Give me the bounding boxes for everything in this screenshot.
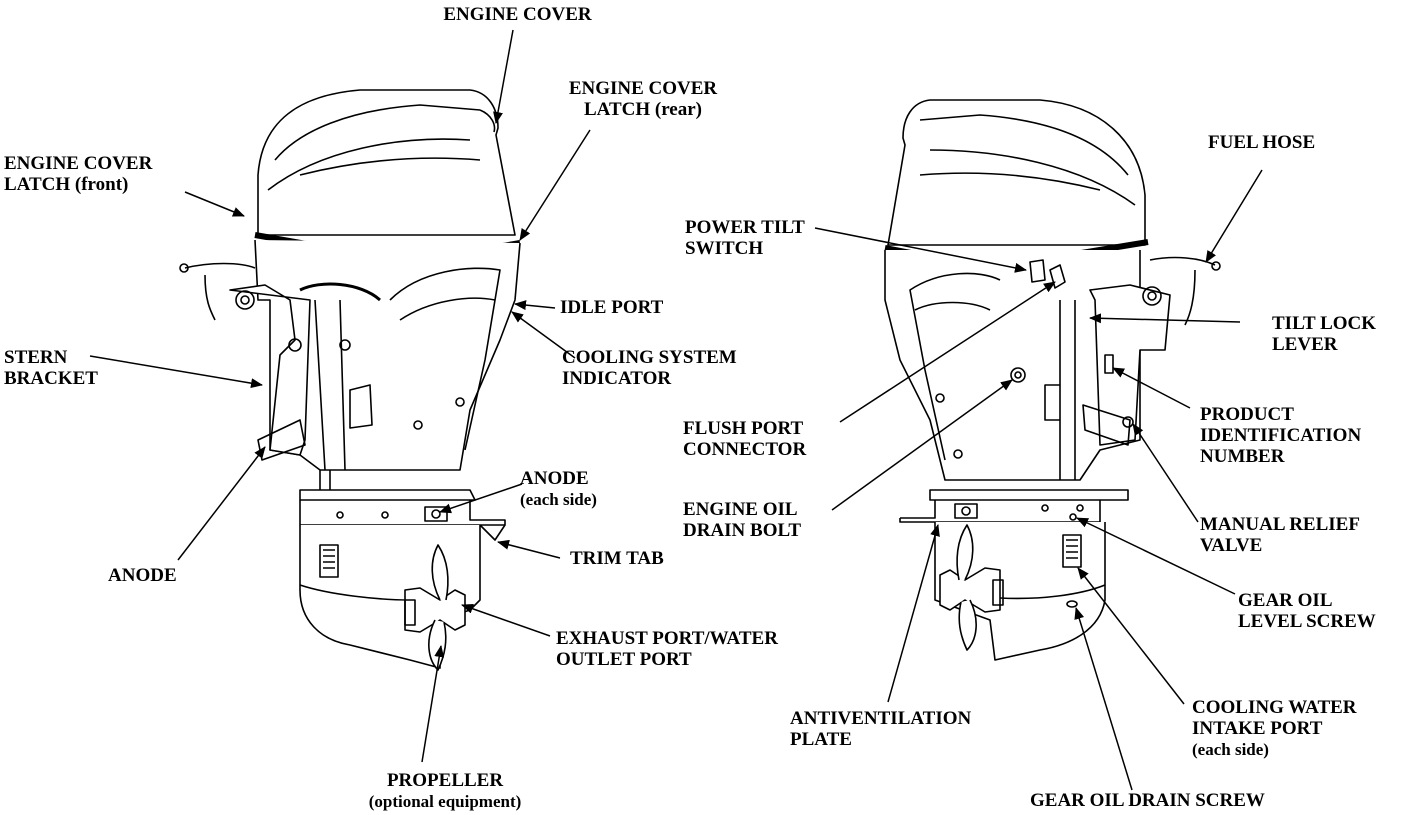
leader-power-tilt	[814, 227, 1027, 273]
label-engine-cover: ENGINE COVER	[443, 4, 592, 25]
right-motor-drawing	[884, 99, 1221, 661]
label-power-tilt-switch: POWER TILT SWITCH	[685, 217, 805, 259]
label-idle-port: IDLE PORT	[560, 297, 664, 318]
leader-exhaust	[461, 603, 551, 637]
leader-relief	[1132, 423, 1199, 523]
left-motor-drawing	[179, 89, 521, 671]
label-engine-cover-latch-rear: ENGINE COVER LATCH (rear)	[568, 78, 718, 120]
label-tilt-lock-lever: TILT LOCK LEVER	[1272, 313, 1377, 355]
label-trim-tab: TRIM TAB	[570, 548, 664, 569]
label-cooling-system-indicator: COOLING SYSTEM INDICATOR	[562, 347, 737, 389]
label-gear-oil-drain-screw: GEAR OIL DRAIN SCREW	[1030, 790, 1265, 811]
label-anode-each-side: ANODE (each side)	[520, 468, 597, 509]
label-anode: ANODE	[108, 565, 177, 586]
leader-gear-level	[1076, 517, 1236, 595]
leader-engine-cover	[493, 29, 514, 124]
leader-latch-front	[184, 191, 245, 217]
leader-pin	[1112, 367, 1191, 409]
leader-intake	[1077, 567, 1185, 705]
label-fuel-hose: FUEL HOSE	[1208, 132, 1316, 153]
leader-fuel-hose	[1205, 169, 1263, 263]
leader-lines	[89, 29, 1263, 791]
label-engine-oil-drain-bolt: ENGINE OIL DRAIN BOLT	[683, 499, 802, 541]
leader-stern-bracket	[89, 355, 263, 389]
leader-idle-port	[514, 300, 556, 311]
label-exhaust-port: EXHAUST PORT/WATER OUTLET PORT	[556, 628, 778, 670]
leader-propeller	[421, 645, 445, 763]
leader-flush-port	[839, 281, 1056, 423]
label-flush-port-connector: FLUSH PORT CONNECTOR	[683, 418, 807, 460]
leader-tilt-lock	[1089, 313, 1241, 324]
label-stern-bracket: STERN BRACKET	[4, 347, 98, 389]
leader-antivent	[887, 524, 940, 703]
leader-anode-side	[439, 483, 523, 514]
label-cooling-water-intake-port: COOLING WATER INTAKE PORT (each side)	[1192, 697, 1357, 759]
label-product-identification-number: PRODUCT IDENTIFICATION NUMBER	[1200, 404, 1362, 467]
label-manual-relief-valve: MANUAL RELIEF VALVE	[1200, 514, 1360, 556]
leader-anode	[177, 446, 266, 561]
leader-gear-drain	[1074, 607, 1133, 791]
leader-latch-rear	[519, 129, 591, 241]
leader-oil-drain	[831, 379, 1013, 511]
label-gear-oil-level-screw: GEAR OIL LEVEL SCREW	[1238, 590, 1376, 632]
leader-cooling-indicator	[511, 311, 576, 359]
label-engine-cover-latch-front: ENGINE COVER LATCH (front)	[4, 153, 153, 195]
leader-trim-tab	[497, 539, 561, 559]
label-antiventilation-plate: ANTIVENTILATION PLATE	[790, 708, 972, 750]
label-propeller: PROPELLER (optional equipment)	[368, 770, 522, 811]
